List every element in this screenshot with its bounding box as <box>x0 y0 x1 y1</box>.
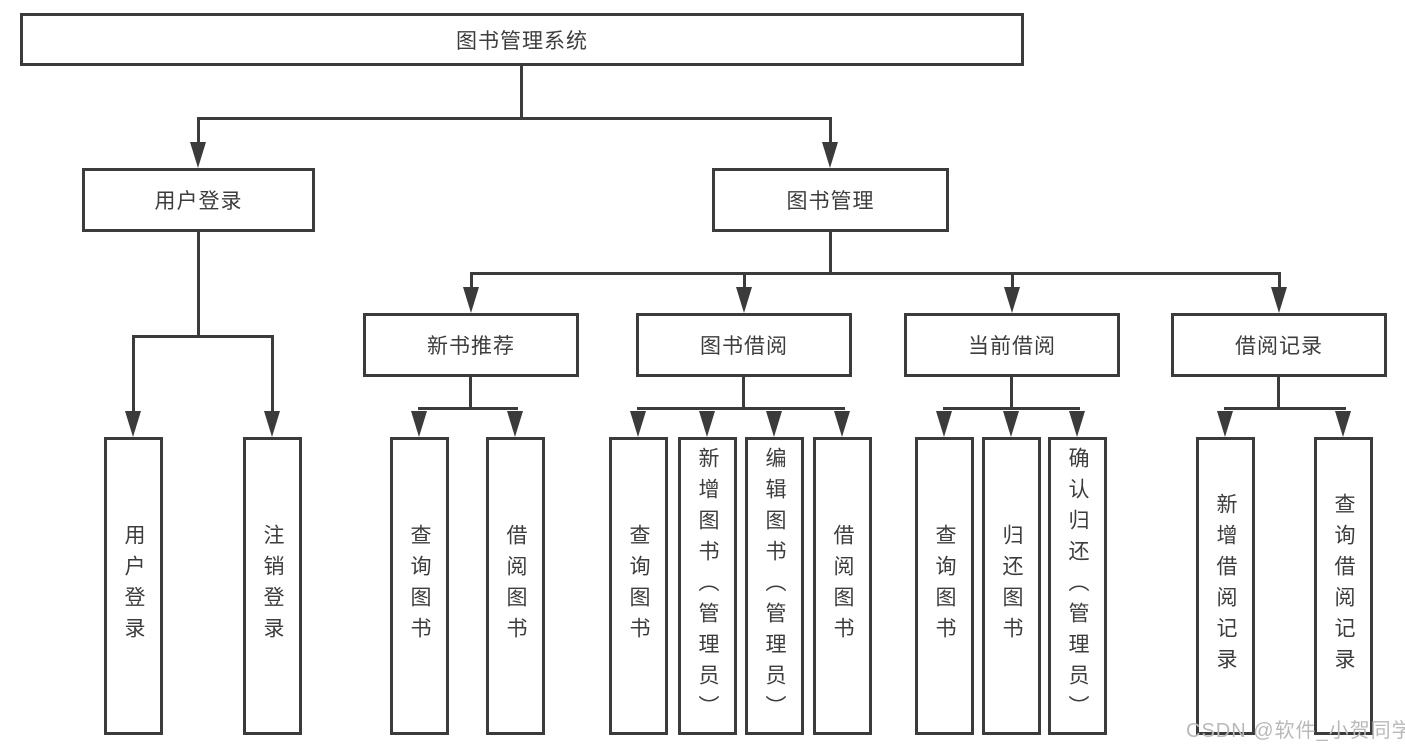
arrow-down-icon <box>190 142 206 168</box>
connector-line <box>1278 272 1281 292</box>
arrow-down-icon <box>1271 287 1287 313</box>
leaf-borrow-book-rec-label: 借阅图书 <box>504 524 527 648</box>
leaf-borrow-book-label: 借阅图书 <box>831 524 854 648</box>
arrow-down-icon <box>411 411 427 437</box>
arrow-down-icon <box>834 411 850 437</box>
arrow-down-icon <box>936 411 952 437</box>
connector-line <box>943 407 1080 410</box>
leaf-borrow-book: 借阅图书 <box>813 437 872 735</box>
connector-line <box>1011 272 1014 292</box>
node-current-borrow: 当前借阅 <box>904 313 1120 377</box>
leaf-logout: 注销登录 <box>243 437 302 735</box>
arrow-down-icon <box>264 411 280 437</box>
node-book-mgmt-label: 图书管理 <box>786 190 875 213</box>
arrow-down-icon <box>1335 411 1351 437</box>
node-book-borrow-label: 图书借阅 <box>700 335 788 358</box>
arrow-down-icon <box>736 287 752 313</box>
node-user-login-label: 用户登录 <box>154 190 243 213</box>
leaf-user-login-label: 用户登录 <box>122 524 145 648</box>
connector-line <box>1224 407 1346 410</box>
connector-line <box>829 232 832 275</box>
leaf-logout-label: 注销登录 <box>261 524 284 648</box>
connector-line <box>470 272 473 292</box>
node-new-book-rec: 新书推荐 <box>363 313 579 377</box>
connector-line <box>197 117 200 147</box>
node-root: 图书管理系统 <box>20 13 1024 66</box>
arrow-down-icon <box>699 411 715 437</box>
leaf-query-book-rec: 查询图书 <box>390 437 449 735</box>
node-user-login: 用户登录 <box>82 168 315 232</box>
connector-line <box>271 335 274 415</box>
leaf-add-borrow-record: 新增借阅记录 <box>1196 437 1255 735</box>
arrow-down-icon <box>1069 411 1085 437</box>
connector-line <box>418 407 518 410</box>
node-new-book-rec-label: 新书推荐 <box>427 335 515 358</box>
connector-line <box>1010 377 1013 410</box>
leaf-query-book-borrow-label: 查询图书 <box>627 524 650 648</box>
leaf-confirm-return: 确认归还（管理员） <box>1048 437 1107 735</box>
node-root-label: 图书管理系统 <box>456 29 588 53</box>
arrow-down-icon <box>463 287 479 313</box>
leaf-return-book-label: 归还图书 <box>1000 524 1023 648</box>
node-current-borrow-label: 当前借阅 <box>968 335 1056 358</box>
arrow-down-icon <box>1004 287 1020 313</box>
connector-line <box>197 117 832 120</box>
leaf-query-book-rec-label: 查询图书 <box>408 524 431 648</box>
arrow-down-icon <box>507 411 523 437</box>
arrow-down-icon <box>822 142 838 168</box>
csdn-watermark: CSDN @软件_小贺同学 <box>1186 720 1405 742</box>
connector-line <box>469 377 472 410</box>
node-borrow-record-label: 借阅记录 <box>1235 335 1323 358</box>
arrow-down-icon <box>630 411 646 437</box>
connector-line <box>520 66 523 119</box>
leaf-add-book: 新增图书（管理员） <box>678 437 737 735</box>
node-borrow-record: 借阅记录 <box>1171 313 1387 377</box>
leaf-user-login: 用户登录 <box>104 437 163 735</box>
leaf-borrow-book-rec: 借阅图书 <box>486 437 545 735</box>
leaf-query-book-borrow: 查询图书 <box>609 437 668 735</box>
arrow-down-icon <box>125 411 141 437</box>
arrow-down-icon <box>766 411 782 437</box>
connector-line <box>829 117 832 147</box>
leaf-query-book-current: 查询图书 <box>915 437 974 735</box>
leaf-add-book-label: 新增图书（管理员） <box>696 446 719 726</box>
connector-line <box>197 232 200 338</box>
connector-line <box>1277 377 1280 410</box>
leaf-return-book: 归还图书 <box>982 437 1041 735</box>
connector-line <box>470 272 1281 275</box>
leaf-confirm-return-label: 确认归还（管理员） <box>1066 446 1089 726</box>
connector-line <box>637 407 845 410</box>
connector-line <box>132 335 135 415</box>
node-book-mgmt: 图书管理 <box>712 168 949 232</box>
leaf-query-book-current-label: 查询图书 <box>933 524 956 648</box>
connector-line <box>132 335 274 338</box>
leaf-edit-book-label: 编辑图书（管理员） <box>763 446 786 726</box>
leaf-query-borrow-record: 查询借阅记录 <box>1314 437 1373 735</box>
connector-line <box>742 377 745 410</box>
leaf-edit-book: 编辑图书（管理员） <box>745 437 804 735</box>
leaf-add-borrow-record-label: 新增借阅记录 <box>1214 493 1237 679</box>
node-book-borrow: 图书借阅 <box>636 313 852 377</box>
connector-line <box>743 272 746 292</box>
arrow-down-icon <box>1003 411 1019 437</box>
arrow-down-icon <box>1217 411 1233 437</box>
leaf-query-borrow-record-label: 查询借阅记录 <box>1332 493 1355 679</box>
